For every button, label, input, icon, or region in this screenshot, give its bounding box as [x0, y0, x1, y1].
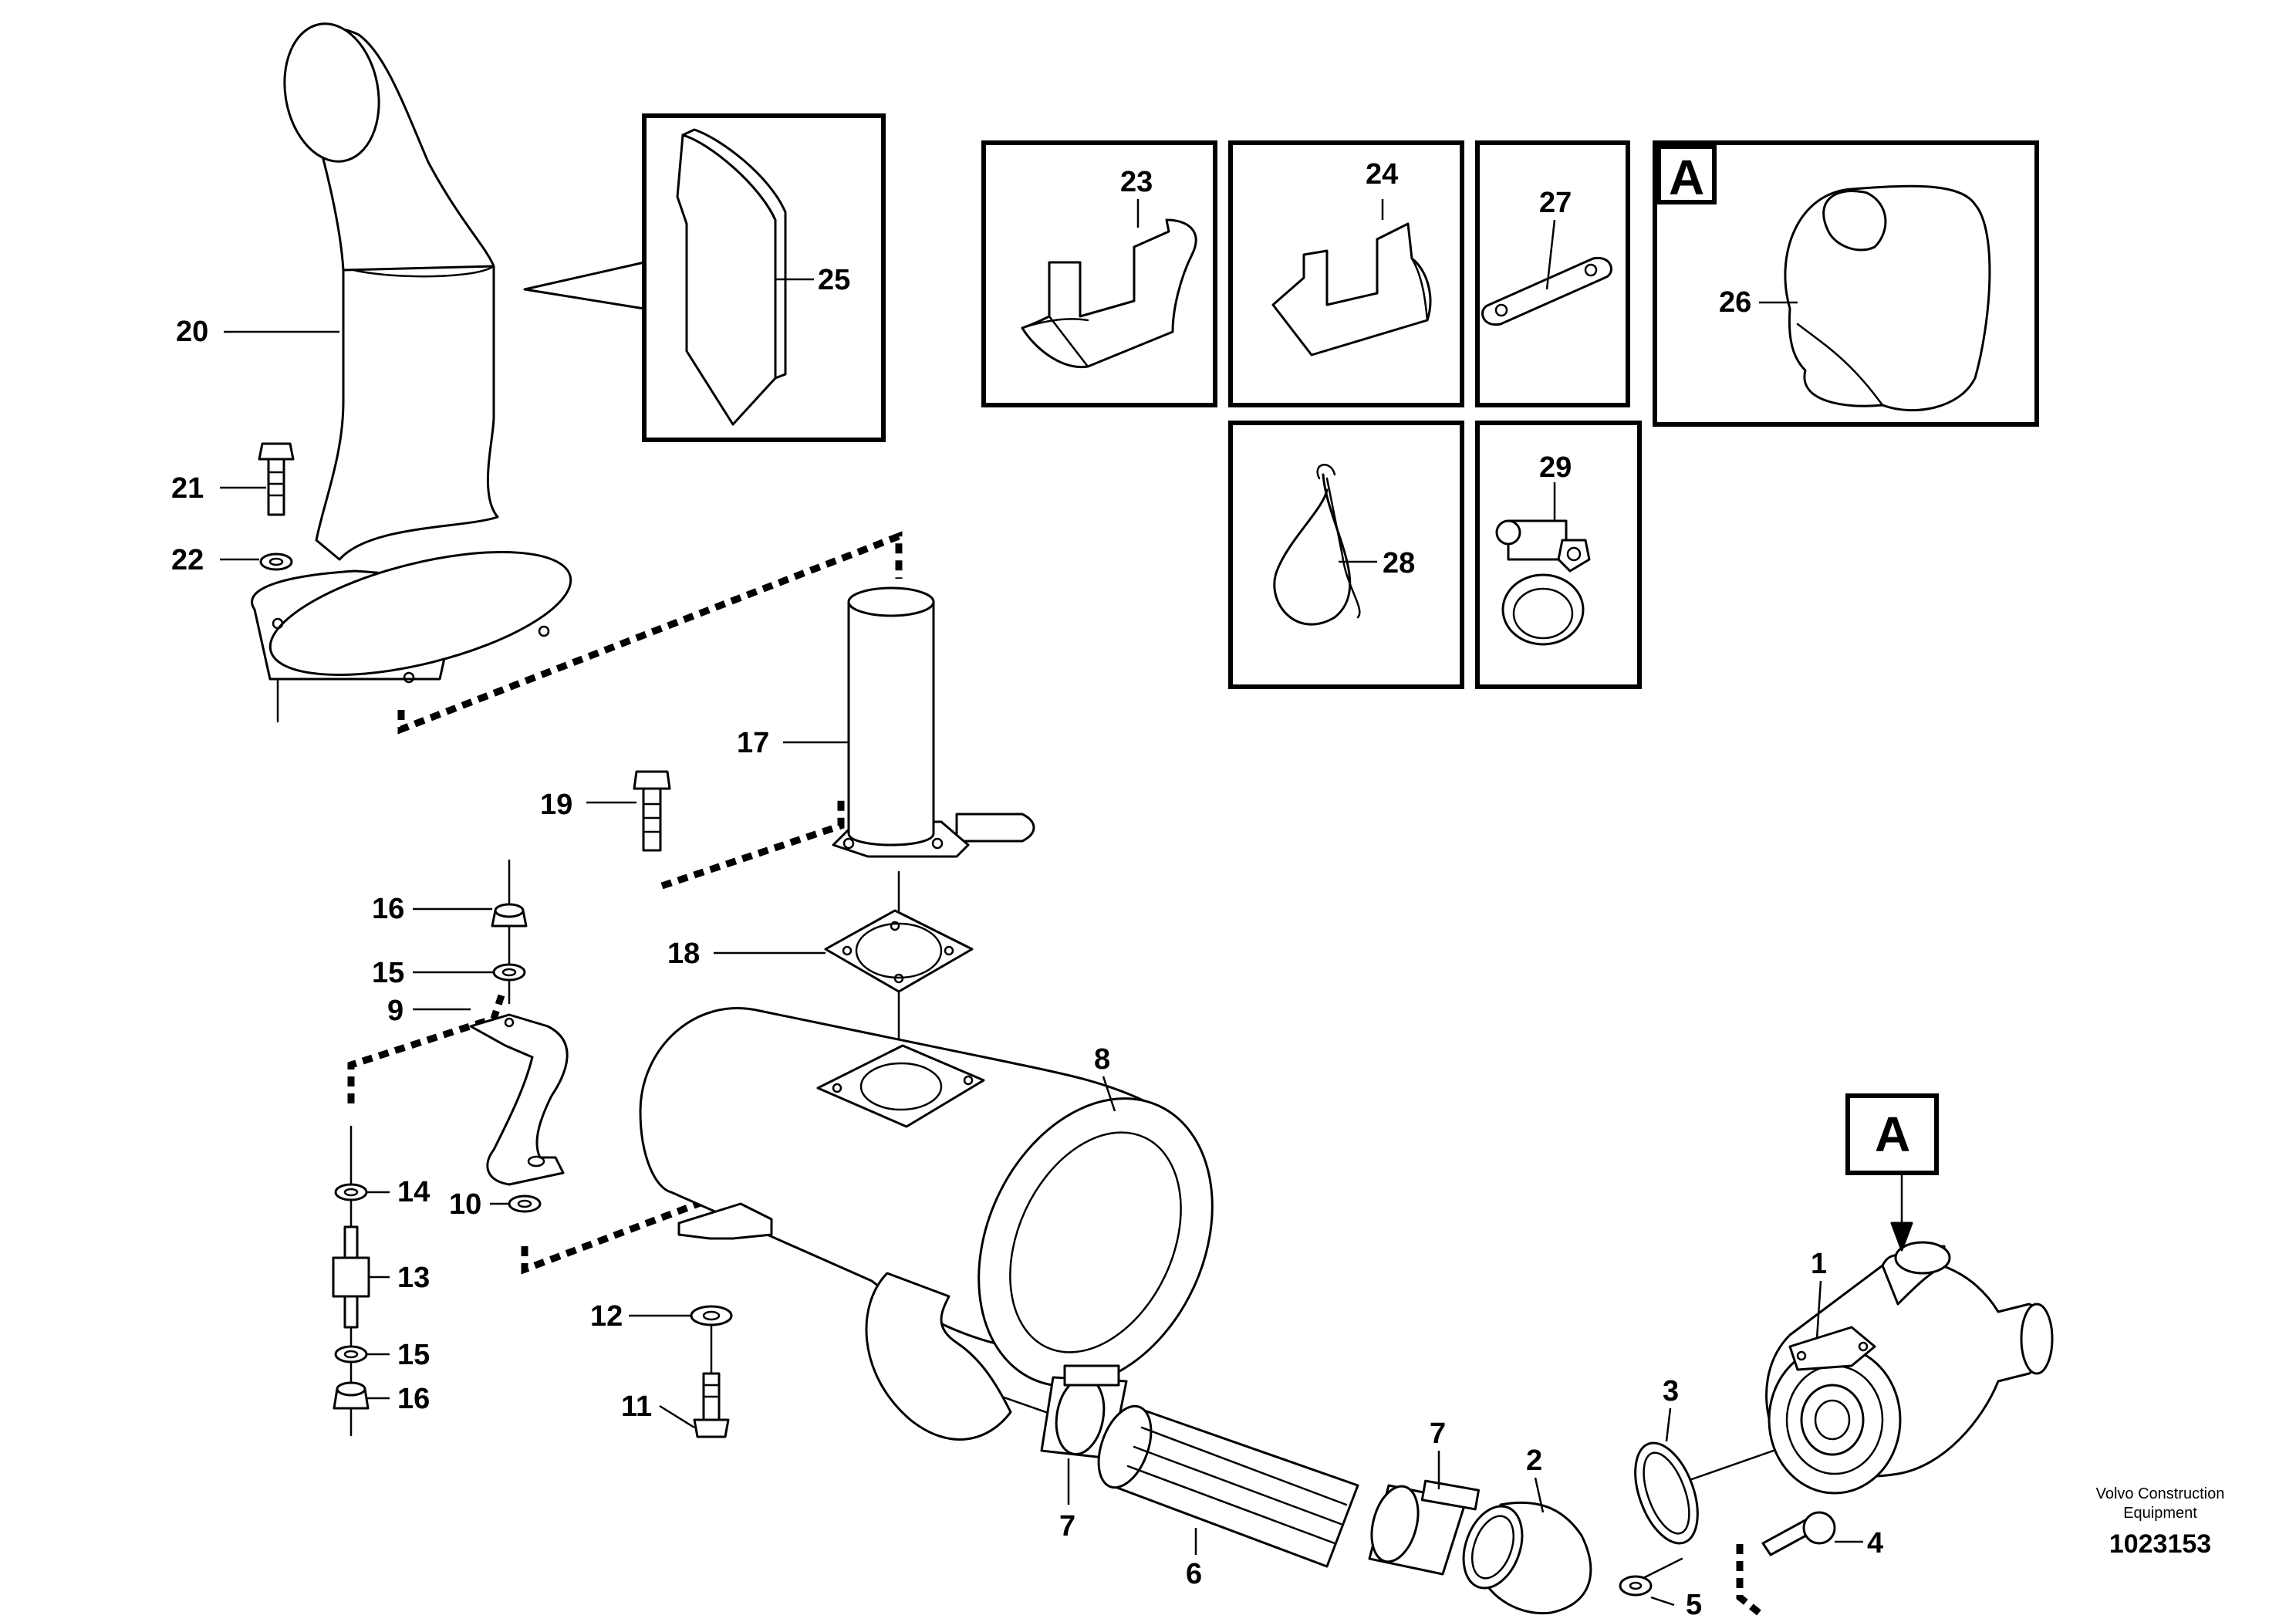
- pipe-part-17: [832, 586, 1035, 858]
- view-letter-a-detail: A: [1669, 150, 1704, 205]
- dashed-connection-lines: [347, 531, 1761, 1616]
- label-part-12: 12: [590, 1300, 623, 1333]
- label-part-28: 28: [1383, 547, 1415, 580]
- label-part-3: 3: [1663, 1375, 1679, 1407]
- clamp-ring-part-3: [1634, 1441, 1699, 1545]
- label-part-24: 24: [1366, 158, 1398, 191]
- bolt-part-21: [258, 442, 295, 516]
- label-part-10: 10: [449, 1188, 481, 1221]
- washer-part-12: [690, 1305, 733, 1326]
- label-part-21: 21: [171, 472, 204, 505]
- detail-box-part-28: [1228, 421, 1464, 689]
- flex-pipe-part-6: [1097, 1404, 1359, 1568]
- label-part-29: 29: [1539, 451, 1572, 484]
- nut-part-16-lower: [333, 1381, 370, 1410]
- turbocharger-part-1: [1765, 1241, 2054, 1495]
- label-part-4: 4: [1867, 1527, 1883, 1559]
- detail-box-part-26-view-a: [1653, 140, 2039, 427]
- label-part-9: 9: [387, 995, 403, 1027]
- label-part-23: 23: [1120, 166, 1153, 198]
- rubber-mount-part-13: [332, 1225, 370, 1329]
- label-part-14: 14: [397, 1176, 430, 1208]
- label-part-22: 22: [171, 544, 204, 576]
- label-part-27: 27: [1539, 187, 1572, 219]
- view-a-reference-box: [1845, 1093, 1939, 1252]
- detail-box-part-27: [1475, 140, 1630, 407]
- detail-box-part-24: [1228, 140, 1464, 407]
- label-part-26: 26: [1719, 286, 1751, 319]
- washer-part-22: [259, 552, 293, 571]
- leader-lines: [220, 199, 1863, 1607]
- brand-line-1: Volvo Construction: [2096, 1485, 2225, 1502]
- view-letter-a-turbo: A: [1875, 1107, 1910, 1162]
- label-part-17: 17: [737, 727, 769, 759]
- brand-block: Volvo Construction Equipment 1023153: [2096, 1485, 2225, 1559]
- bolt-part-19: [633, 770, 671, 852]
- label-part-16-lower: 16: [397, 1383, 430, 1415]
- washer-part-10: [508, 1195, 542, 1213]
- label-part-8: 8: [1094, 1043, 1110, 1076]
- detail-box-part-29: [1475, 421, 1642, 689]
- label-part-6: 6: [1186, 1558, 1202, 1590]
- label-part-25: 25: [818, 264, 850, 296]
- detail-box-part-23: [981, 140, 1217, 407]
- label-part-7-left: 7: [1059, 1510, 1075, 1543]
- elbow-part-2: [1462, 1501, 1592, 1615]
- label-part-5: 5: [1686, 1589, 1702, 1621]
- bracket-part-9: [469, 1013, 569, 1186]
- part-number-labels: 20 21 22 25 23 24 27 A 26 28 29 17 19 18…: [171, 150, 1910, 1621]
- washer-part-14: [334, 1183, 368, 1201]
- label-part-13: 13: [397, 1262, 430, 1294]
- document-number: 1023153: [2109, 1529, 2211, 1559]
- label-part-15-lower: 15: [397, 1339, 430, 1371]
- label-part-15-upper: 15: [372, 957, 404, 989]
- label-part-11: 11: [621, 1391, 652, 1423]
- label-part-2: 2: [1526, 1445, 1542, 1477]
- gasket-detail-part-25: [523, 113, 886, 442]
- brand-line-2: Equipment: [2123, 1505, 2197, 1522]
- bolt-part-4: [1761, 1511, 1836, 1556]
- washer-part-5: [1619, 1575, 1653, 1597]
- exhaust-pipe-part-20: [251, 22, 572, 684]
- washer-part-15-upper: [492, 963, 526, 982]
- muffler-part-8: [639, 1007, 1214, 1441]
- label-part-16-upper: 16: [372, 893, 404, 925]
- bolt-part-11: [693, 1372, 730, 1438]
- label-part-7-right: 7: [1430, 1418, 1446, 1450]
- clamp-part-7-right: [1368, 1479, 1481, 1576]
- gasket-part-18: [824, 909, 974, 993]
- label-part-19: 19: [540, 789, 572, 821]
- washer-part-15-lower: [334, 1345, 368, 1363]
- nut-part-16-upper: [491, 903, 528, 928]
- label-part-1: 1: [1811, 1248, 1827, 1280]
- label-part-18: 18: [667, 938, 700, 970]
- label-part-20: 20: [176, 316, 208, 348]
